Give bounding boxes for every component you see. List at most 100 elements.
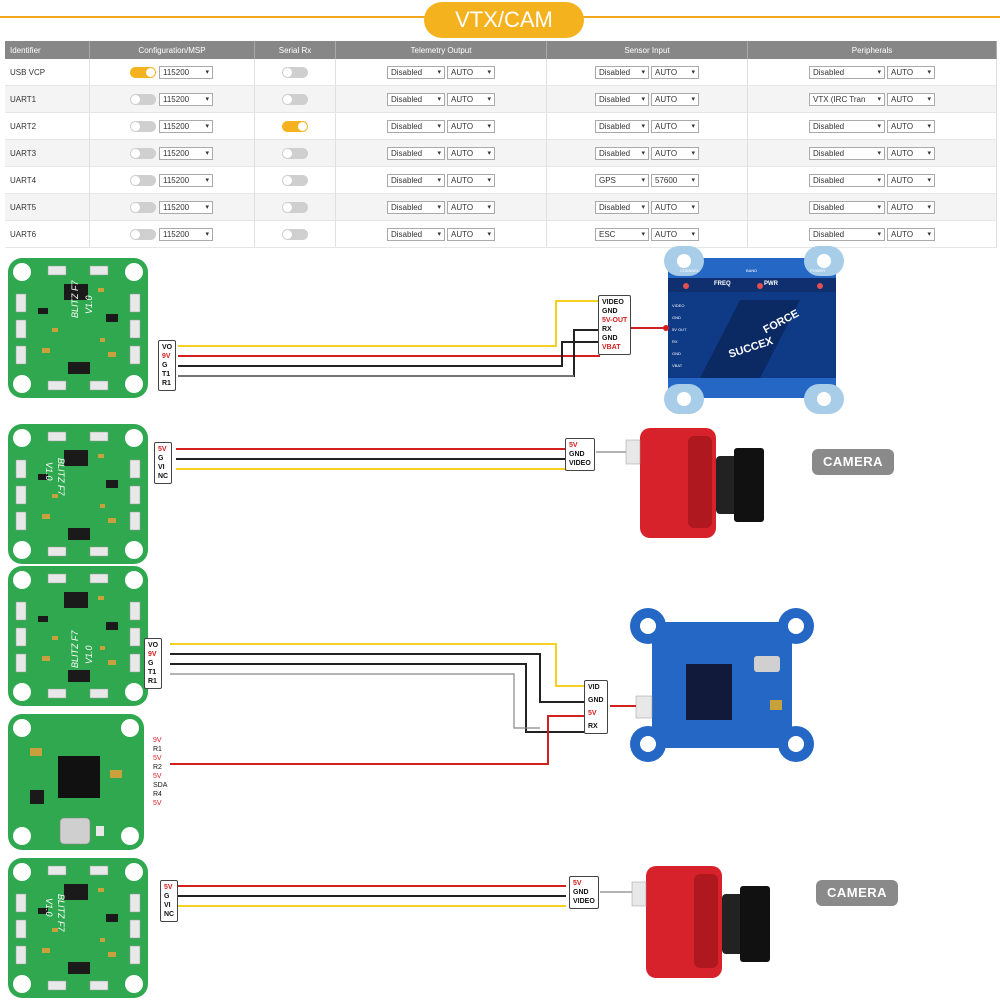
pin-label: NC [164, 911, 175, 918]
telemetry-rate-select[interactable]: AUTO [447, 200, 495, 214]
msp-toggle[interactable] [130, 147, 156, 159]
pin-label: GND [602, 335, 618, 342]
telemetry-select[interactable]: Disabled [387, 200, 445, 214]
telemetry-rate-select[interactable]: AUTO [447, 146, 495, 160]
msp-baud-select[interactable]: 115200 [159, 173, 213, 187]
msp-toggle[interactable] [130, 174, 156, 186]
msp-toggle[interactable] [130, 93, 156, 105]
telemetry-select[interactable]: Disabled [387, 65, 445, 79]
cam2-pin-labels: 5V GND VIDEO [569, 876, 599, 909]
table-row: UART4115200DisabledAUTOGPS57600DisabledA… [5, 166, 997, 194]
serial-rx-toggle[interactable] [282, 228, 308, 240]
port-identifier: USB VCP [5, 59, 90, 86]
pin-label: GND [588, 697, 604, 704]
msp-baud-select[interactable]: 115200 [159, 227, 213, 241]
pin-label: RX [588, 723, 598, 730]
camera-label-2: CAMERA [816, 880, 898, 906]
pin-label: VIDEO [573, 898, 595, 905]
telemetry-rate-select[interactable]: AUTO [447, 92, 495, 106]
serial-rx-cell [254, 139, 336, 167]
sensor-select[interactable]: Disabled [595, 119, 649, 133]
pin-label: T1 [162, 371, 171, 378]
sensor-cell: ESCAUTO [546, 220, 748, 248]
wires-section-3 [170, 643, 586, 765]
serial-rx-cell [254, 112, 336, 140]
peripheral-select[interactable]: Disabled [809, 200, 885, 214]
wires-section-4 [176, 885, 566, 907]
sensor-rate-select[interactable]: AUTO [651, 65, 699, 79]
fc3-pin-labels: VO 9V G T1 R1 [144, 638, 163, 689]
telemetry-select[interactable]: Disabled [387, 146, 445, 160]
sensor-select[interactable]: Disabled [595, 146, 649, 160]
serial-rx-toggle[interactable] [282, 93, 308, 105]
vtx-button-power: POWER [810, 268, 826, 273]
telemetry-rate-select[interactable]: AUTO [447, 119, 495, 133]
sensor-select[interactable]: GPS [595, 173, 649, 187]
sensor-rate-select[interactable]: AUTO [651, 146, 699, 160]
pin-label: VIDEO [602, 299, 624, 306]
peripheral-rate-select[interactable]: AUTO [887, 173, 935, 187]
camera-label-1: CAMERA [812, 449, 894, 475]
peripheral-select[interactable]: Disabled [809, 227, 885, 241]
peripheral-rate-select[interactable]: AUTO [887, 65, 935, 79]
telemetry-select[interactable]: Disabled [387, 227, 445, 241]
peripheral-rate-select[interactable]: AUTO [887, 92, 935, 106]
sensor-select[interactable]: Disabled [595, 65, 649, 79]
msp-toggle[interactable] [130, 66, 156, 78]
sensor-rate-select[interactable]: AUTO [651, 227, 699, 241]
serial-rx-toggle[interactable] [282, 174, 308, 186]
port-identifier: UART1 [5, 85, 90, 113]
peripheral-select[interactable]: Disabled [809, 173, 885, 187]
msp-baud-select[interactable]: 115200 [159, 119, 213, 133]
peripheral-rate-select[interactable]: AUTO [887, 227, 935, 241]
peripheral-select[interactable]: Disabled [809, 65, 885, 79]
telemetry-rate-select[interactable]: AUTO [447, 65, 495, 79]
sensor-cell: GPS57600 [546, 166, 748, 194]
msp-toggle[interactable] [130, 201, 156, 213]
msp-baud-select[interactable]: 115200 [159, 146, 213, 160]
sensor-select[interactable]: Disabled [595, 200, 649, 214]
sensor-select[interactable]: Disabled [595, 92, 649, 106]
fc2-model: BLITZ F7 [56, 458, 66, 496]
vtx-label-pwr: PWR [764, 281, 778, 287]
sensor-rate-select[interactable]: AUTO [651, 92, 699, 106]
pin-label: 5V [153, 755, 162, 762]
telemetry-cell: DisabledAUTO [335, 220, 547, 248]
msp-cell: 115200 [89, 193, 255, 221]
peripheral-rate-select[interactable]: AUTO [887, 146, 935, 160]
port-identifier: UART6 [5, 220, 90, 248]
peripheral-select[interactable]: VTX (IRC Tran [809, 92, 885, 106]
peripherals-cell: DisabledAUTO [747, 220, 997, 248]
peripheral-select[interactable]: Disabled [809, 146, 885, 160]
serial-rx-toggle[interactable] [282, 66, 308, 78]
peripheral-rate-select[interactable]: AUTO [887, 119, 935, 133]
peripheral-rate-select[interactable]: AUTO [887, 200, 935, 214]
msp-baud-select[interactable]: 115200 [159, 92, 213, 106]
vtx1-pin-labels: VIDEO GND 5V-OUT RX GND VBAT [598, 295, 632, 355]
port-identifier: UART3 [5, 139, 90, 167]
sensor-rate-select[interactable]: AUTO [651, 200, 699, 214]
msp-baud-select[interactable]: 115200 [159, 65, 213, 79]
sensor-rate-select[interactable]: AUTO [651, 119, 699, 133]
serial-rx-toggle[interactable] [282, 120, 308, 132]
sensor-rate-select[interactable]: 57600 [651, 173, 699, 187]
telemetry-select[interactable]: Disabled [387, 173, 445, 187]
msp-toggle[interactable] [130, 228, 156, 240]
serial-rx-toggle[interactable] [282, 201, 308, 213]
pin-label: GND [602, 308, 618, 315]
pin-label: 5V [158, 446, 167, 453]
sensor-cell: DisabledAUTO [546, 59, 748, 86]
telemetry-select[interactable]: Disabled [387, 92, 445, 106]
pin-label: VO [162, 344, 173, 351]
peripheral-select[interactable]: Disabled [809, 119, 885, 133]
telemetry-rate-select[interactable]: AUTO [447, 227, 495, 241]
msp-baud-select[interactable]: 115200 [159, 200, 213, 214]
telemetry-select[interactable]: Disabled [387, 119, 445, 133]
vtx2-pin-labels: VID GND 5V RX [584, 680, 608, 734]
serial-rx-toggle[interactable] [282, 147, 308, 159]
telemetry-rate-select[interactable]: AUTO [447, 173, 495, 187]
msp-toggle[interactable] [130, 120, 156, 132]
fc3-version: V1.0 [84, 645, 94, 664]
pin-label: R1 [148, 678, 157, 685]
sensor-select[interactable]: ESC [595, 227, 649, 241]
